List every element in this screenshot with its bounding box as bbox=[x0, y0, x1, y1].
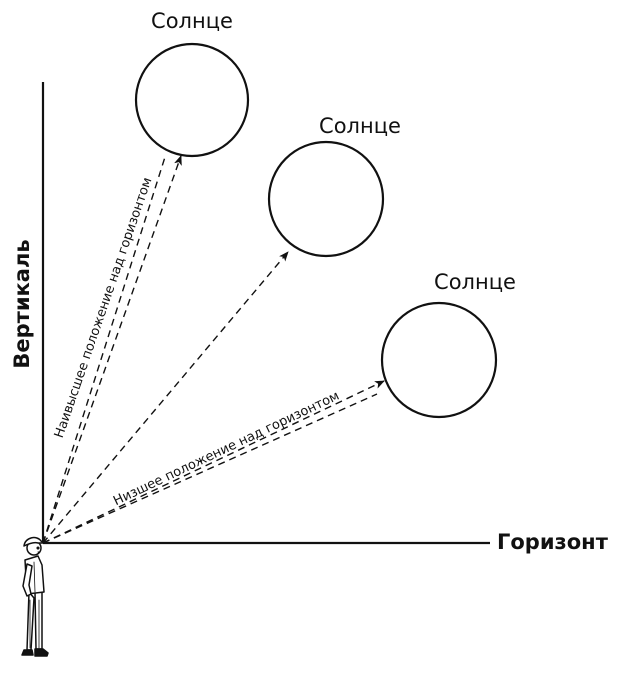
horizon-label: Горизонт bbox=[497, 530, 609, 554]
ray-highest bbox=[42, 155, 182, 544]
ray-highest-left bbox=[42, 156, 166, 544]
lowest-position-label: Низшее положение над горизонтом bbox=[111, 389, 342, 509]
sun-circle bbox=[380, 301, 498, 419]
sun-high: Солнце bbox=[134, 9, 250, 158]
vertical-axis-label: Вертикаль bbox=[10, 239, 34, 368]
sun-circle bbox=[134, 42, 250, 158]
ray-middle bbox=[42, 251, 289, 544]
sun-middle: Солнце bbox=[267, 114, 401, 258]
highest-position-label: Наивысшее положение над горизонтом bbox=[52, 176, 156, 440]
ray-lowest-lower bbox=[42, 393, 378, 544]
sun-label: Солнце bbox=[151, 9, 233, 33]
person-observer-icon bbox=[21, 536, 49, 657]
sun-low: Солнце bbox=[380, 270, 516, 419]
ray-lowest bbox=[42, 380, 385, 544]
sun-label: Солнце bbox=[319, 114, 401, 138]
sun-label: Солнце bbox=[434, 270, 516, 294]
sun-circle bbox=[267, 140, 385, 258]
